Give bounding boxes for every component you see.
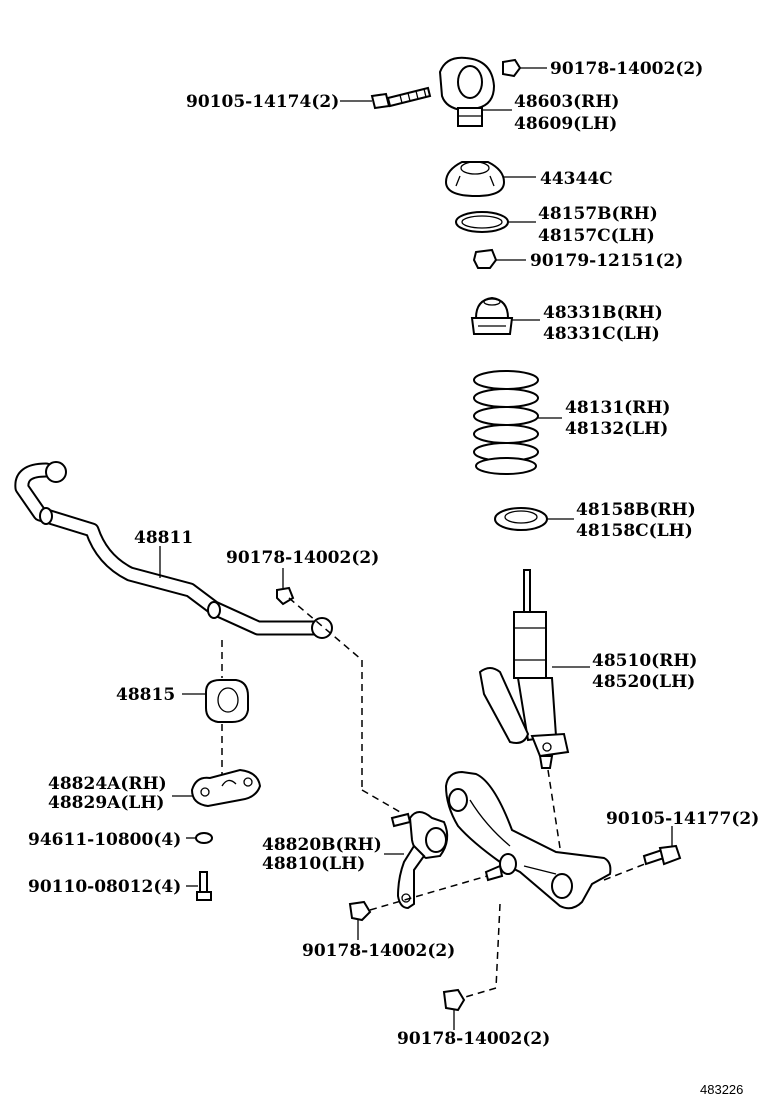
label-90179-12151: 90179-12151(2) — [530, 251, 683, 271]
bushing-48815-icon — [205, 679, 249, 723]
label-48331b: 48331B(RH) — [543, 303, 663, 323]
label-48810: 48810(LH) — [262, 854, 365, 874]
label-90178-14002-top: 90178-14002(2) — [550, 59, 703, 79]
figure-id: 483226 — [700, 1082, 743, 1097]
label-48131: 48131(RH) — [565, 398, 670, 418]
label-90178-14002-bottom: 90178-14002(2) — [397, 1029, 550, 1049]
label-48331c: 48331C(LH) — [543, 324, 660, 344]
label-48824a: 48824A(RH) — [48, 774, 167, 794]
label-48609: 48609(LH) — [514, 114, 617, 134]
label-48510: 48510(RH) — [592, 651, 697, 671]
label-90178-14002-lower: 90178-14002(2) — [302, 941, 455, 961]
label-48132: 48132(LH) — [565, 419, 668, 439]
coil-spring-icon — [473, 370, 539, 475]
shock-absorber-icon — [478, 569, 570, 769]
label-48157b: 48157B(RH) — [538, 204, 658, 224]
nut-lower-icon — [348, 900, 372, 922]
label-90110-08012: 90110-08012(4) — [28, 877, 181, 897]
label-48811: 48811 — [134, 528, 193, 548]
label-48158c: 48158C(LH) — [576, 521, 693, 541]
label-48829a: 48829A(LH) — [48, 793, 164, 813]
insulator-ring-icon — [455, 211, 509, 233]
label-48157c: 48157C(LH) — [538, 226, 655, 246]
nut-90179-icon — [472, 248, 498, 269]
label-90105-14174: 90105-14174(2) — [186, 92, 339, 112]
spring-seat-upper-icon — [444, 161, 506, 198]
lower-insulator-icon — [494, 507, 548, 531]
label-48815: 48815 — [116, 685, 175, 705]
label-90105-14177: 90105-14177(2) — [606, 809, 759, 829]
washer-94611-icon — [195, 832, 213, 844]
upper-support-icon — [438, 56, 496, 127]
nut-bottom-icon — [442, 988, 466, 1012]
bracket-48824a-icon — [190, 768, 262, 808]
label-48820b: 48820B(RH) — [262, 835, 382, 855]
bolt-90105-14174-icon — [370, 86, 432, 110]
bolt-90105-14177-icon — [642, 844, 682, 866]
bolt-90110-icon — [196, 871, 212, 901]
stabilizer-link-icon — [390, 811, 449, 910]
lower-arm-icon — [444, 770, 612, 910]
label-48520: 48520(LH) — [592, 672, 695, 692]
label-48158b: 48158B(RH) — [576, 500, 696, 520]
label-90178-14002-mid: 90178-14002(2) — [226, 548, 379, 568]
bump-stopper-icon — [470, 296, 514, 335]
nut-mid-icon — [276, 586, 295, 606]
label-44344c: 44344C — [540, 169, 613, 189]
stabilizer-bar-icon — [14, 461, 333, 639]
label-48603: 48603(RH) — [514, 92, 619, 112]
label-94611-10800: 94611-10800(4) — [28, 830, 181, 850]
nut-top-icon — [502, 58, 522, 78]
